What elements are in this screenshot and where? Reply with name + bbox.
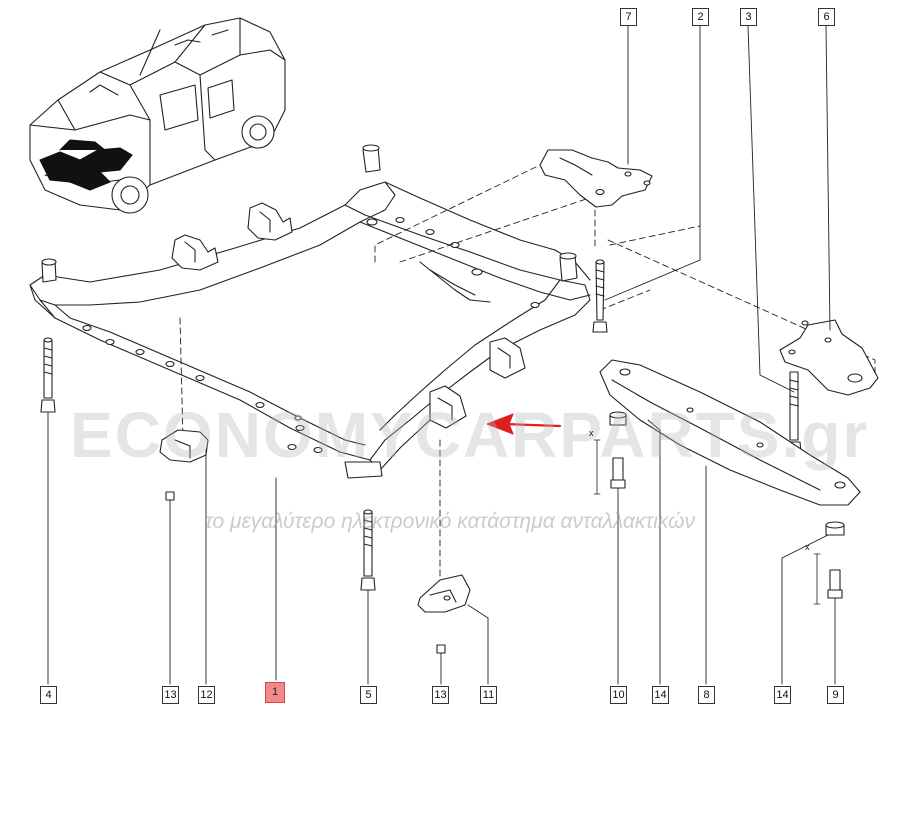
callout-14[interactable]: 14 [652, 686, 669, 704]
part-6-bracket [779, 319, 879, 396]
part-9-bushing [813, 521, 845, 605]
subframe-crossmember [29, 144, 591, 479]
callout-12[interactable]: 12 [198, 686, 215, 704]
part-12-bracket [159, 429, 209, 463]
callout-8[interactable]: 8 [698, 686, 715, 704]
part-10-bushing [593, 411, 627, 495]
callout-3[interactable]: 3 [740, 8, 757, 26]
part-5-bolt [360, 509, 376, 591]
callout-9[interactable]: 9 [827, 686, 844, 704]
part-11-bracket [417, 574, 471, 613]
part-3-bolt [786, 371, 802, 453]
callout-4[interactable]: 4 [40, 686, 57, 704]
callout-13[interactable]: 13 [162, 686, 179, 704]
part-2-bolt [592, 259, 608, 333]
callout-5[interactable]: 5 [360, 686, 377, 704]
part-7-bracket [539, 149, 653, 208]
callout-6[interactable]: 6 [818, 8, 835, 26]
callout-7[interactable]: 7 [620, 8, 637, 26]
callout-11[interactable]: 11 [480, 686, 497, 704]
callout-13[interactable]: 13 [432, 686, 449, 704]
dimension-x-label: x [805, 542, 810, 552]
dimension-x-label: x [589, 428, 594, 438]
indicator-arrow [486, 413, 562, 435]
vehicle-thumbnail [29, 17, 286, 214]
callout-10[interactable]: 10 [610, 686, 627, 704]
part-4-bolt [40, 337, 56, 413]
callout-1-highlighted[interactable]: 1 [265, 682, 285, 703]
leader-lines [47, 25, 836, 685]
part-13-screw [165, 491, 446, 654]
callout-14[interactable]: 14 [774, 686, 791, 704]
callout-2[interactable]: 2 [692, 8, 709, 26]
